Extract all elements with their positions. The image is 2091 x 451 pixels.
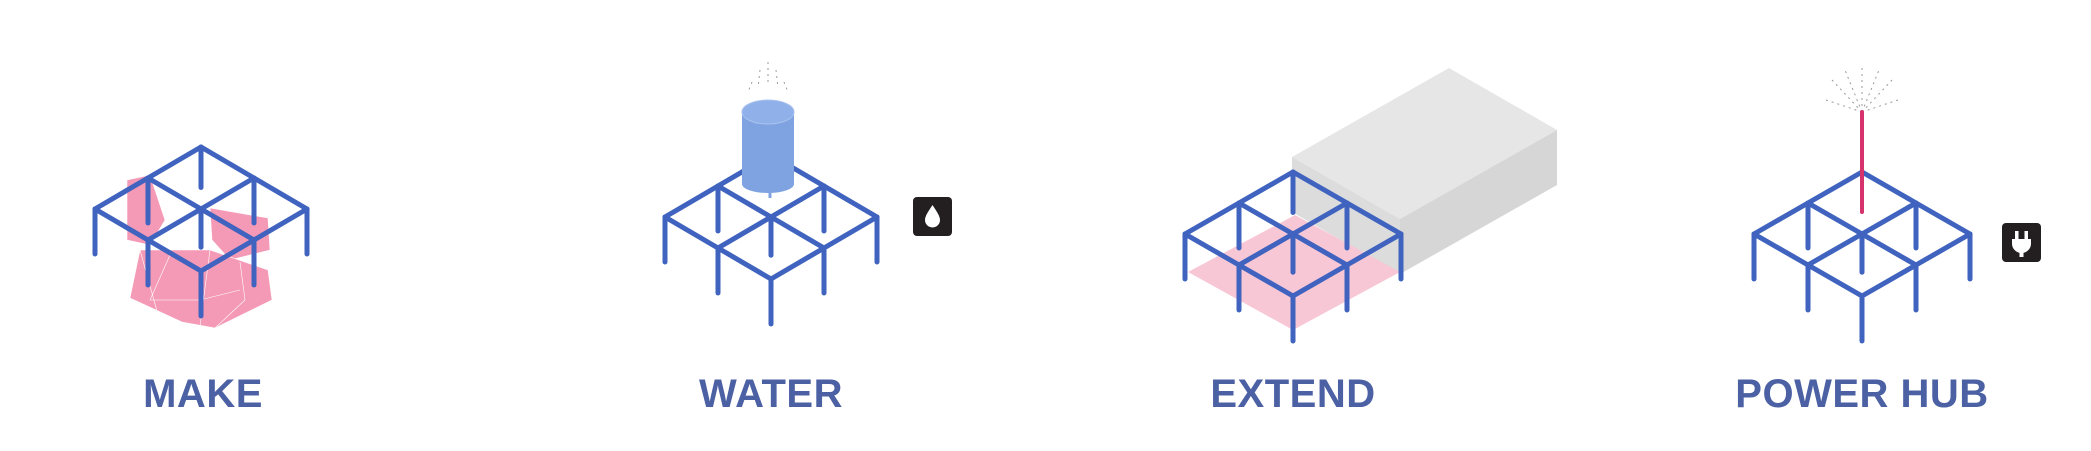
frame-beam	[1805, 169, 1865, 206]
frame-beam	[821, 183, 880, 220]
power-hub-illustration	[1751, 66, 2041, 344]
frame-beam	[1859, 169, 1919, 206]
frame-beam	[145, 144, 204, 181]
frame-beam	[1182, 200, 1242, 237]
frame-beam	[198, 206, 257, 243]
frame-beam	[1859, 262, 1919, 299]
frame-beam	[1805, 231, 1865, 268]
frame-beam	[145, 237, 204, 274]
frame-beam	[715, 214, 774, 251]
frame-beam	[768, 245, 827, 282]
frame-beam	[1751, 231, 1811, 268]
steel-frame-grid	[92, 144, 310, 319]
water-spray	[747, 62, 789, 93]
water-tank	[741, 99, 795, 198]
make-label: MAKE	[143, 372, 263, 416]
power-sparks	[1825, 66, 1899, 113]
frame-beam	[1236, 231, 1296, 268]
frame-beam	[1236, 262, 1296, 299]
make-illustration	[92, 144, 310, 329]
frame-beam	[1859, 200, 1919, 237]
frame-beam	[821, 214, 880, 251]
water-illustration	[662, 62, 952, 327]
frame-beam	[1290, 169, 1350, 206]
frame-beam	[145, 175, 204, 212]
frame-beam	[1805, 262, 1865, 299]
frame-beam	[715, 245, 774, 282]
frame-beam	[1751, 200, 1811, 237]
frame-beam	[1236, 169, 1296, 206]
frame-beam	[1344, 200, 1404, 237]
frame-beam	[1859, 231, 1919, 268]
water-label: WATER	[699, 372, 843, 416]
frame-beam	[1290, 262, 1350, 299]
frame-beam	[1805, 200, 1865, 237]
frame-beam	[1236, 200, 1296, 237]
power-hub-label: POWER HUB	[1735, 372, 1989, 416]
frame-beam	[1182, 231, 1242, 268]
frame-beam	[198, 175, 257, 212]
frame-beam	[768, 214, 827, 251]
steel-frame-grid	[1751, 169, 1973, 344]
frame-beam	[1344, 231, 1404, 268]
frame-beam	[251, 206, 310, 243]
frame-beam	[1913, 231, 1973, 268]
frame-beam	[92, 206, 151, 243]
frame-beam	[662, 183, 721, 220]
frame-beam	[198, 144, 257, 181]
frame-beam	[198, 237, 257, 274]
power-plug-icon	[2002, 223, 2041, 262]
steel-frame-grid	[1182, 169, 1404, 344]
frame-beam	[145, 206, 204, 243]
frame-beam	[768, 183, 827, 220]
frame-beam	[1290, 200, 1350, 237]
frame-beam	[92, 175, 151, 212]
water-drop-icon	[913, 197, 952, 236]
frame-beam	[662, 214, 721, 251]
frame-beam	[715, 183, 774, 220]
frame-beam	[1290, 231, 1350, 268]
extend-illustration	[1182, 68, 1557, 344]
extend-label: EXTEND	[1210, 372, 1376, 416]
frame-beam	[1913, 200, 1973, 237]
frame-beam	[251, 175, 310, 212]
